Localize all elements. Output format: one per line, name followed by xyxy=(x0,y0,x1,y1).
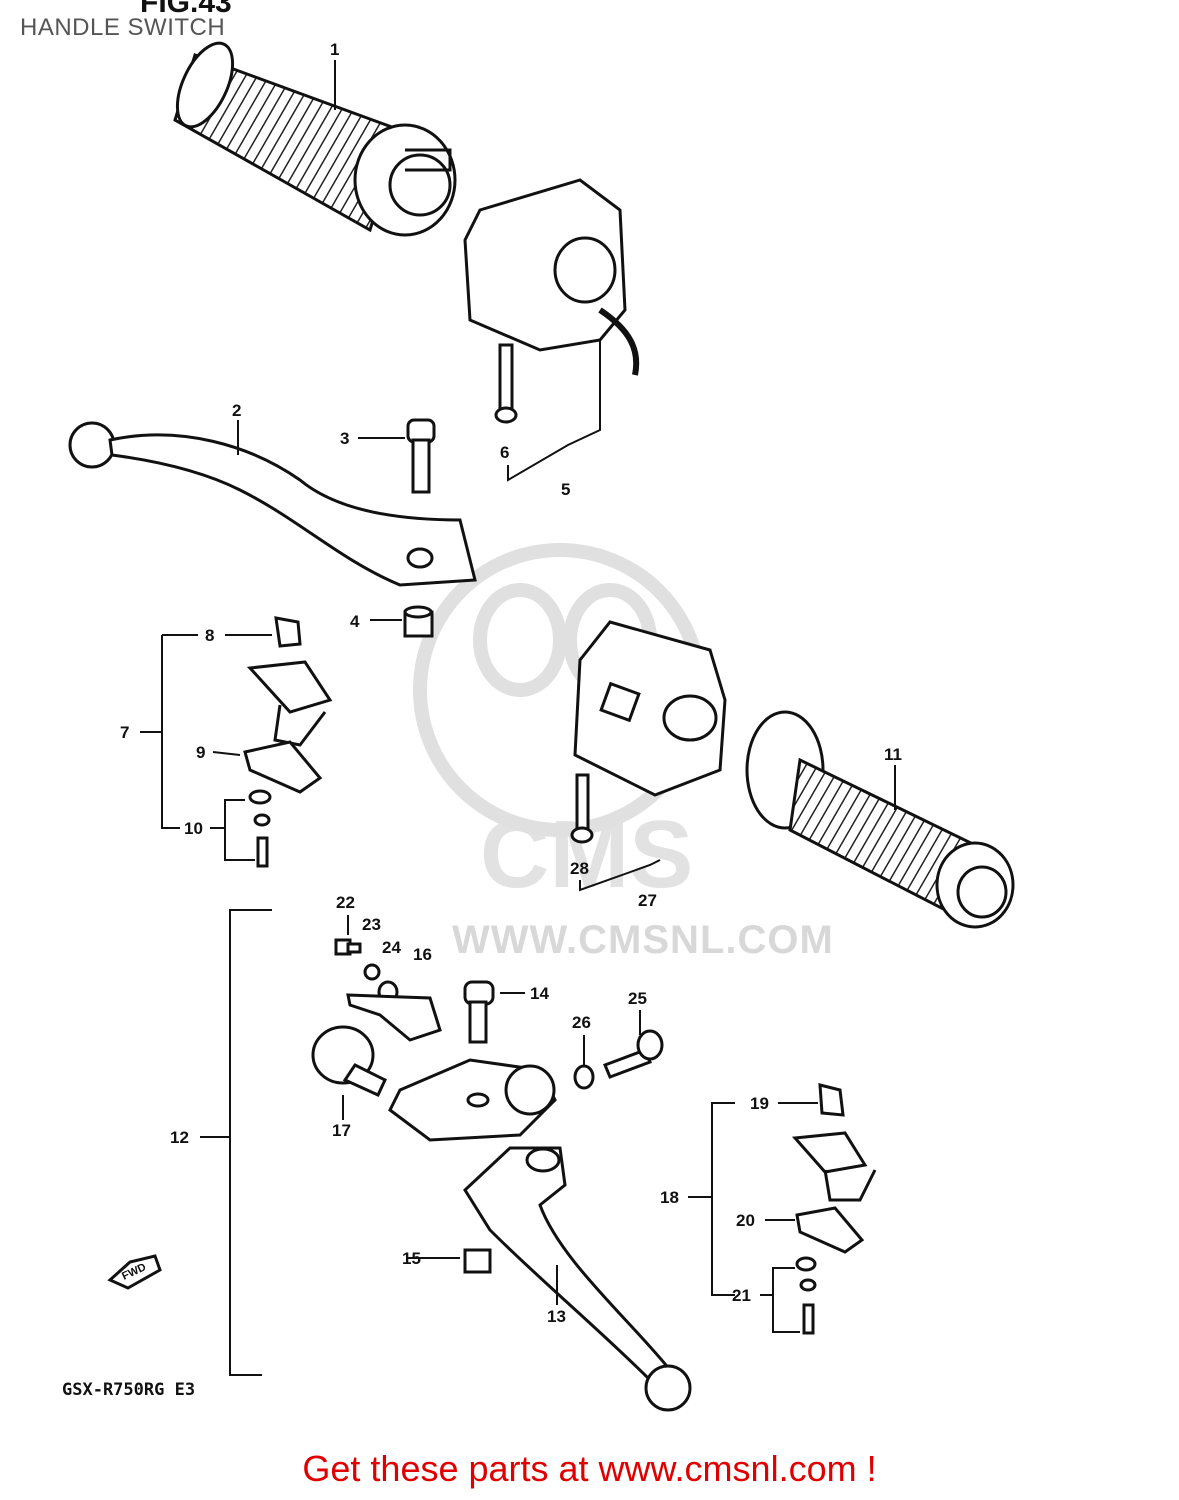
callout-18[interactable]: 18 xyxy=(660,1188,679,1207)
pivot-bolt-part-14[interactable] xyxy=(463,980,495,1044)
fwd-direction-arrow: FWD xyxy=(107,1254,162,1290)
nut-part-4[interactable] xyxy=(403,605,434,638)
callout-22[interactable]: 22 xyxy=(336,893,355,912)
diagram-subtitle: HANDLE SWITCH xyxy=(20,14,226,41)
right-switch-housing-part-27[interactable] xyxy=(573,620,727,797)
callout-1[interactable]: 1 xyxy=(330,40,339,59)
callout-24[interactable]: 24 xyxy=(382,938,401,957)
clutch-switch-part-19[interactable] xyxy=(818,1083,845,1117)
washers-screw-part-21[interactable] xyxy=(795,1256,817,1335)
callout-27[interactable]: 27 xyxy=(638,891,657,910)
screw-part-28[interactable] xyxy=(570,773,594,844)
washer-part-23[interactable] xyxy=(363,963,381,981)
clutch-switch-bracket[interactable] xyxy=(791,1131,877,1202)
throttle-grip-part-11[interactable] xyxy=(745,710,1015,929)
bracket-part-16[interactable] xyxy=(346,993,442,1042)
callout-28[interactable]: 28 xyxy=(570,859,589,878)
switch-plate-part-20[interactable] xyxy=(795,1206,865,1254)
callout-21[interactable]: 21 xyxy=(732,1286,751,1305)
callout-19[interactable]: 19 xyxy=(750,1094,769,1113)
callout-2[interactable]: 2 xyxy=(232,401,241,420)
callout-20[interactable]: 20 xyxy=(736,1211,755,1230)
nut-part-15[interactable] xyxy=(463,1248,492,1274)
callout-14[interactable]: 14 xyxy=(530,984,549,1003)
left-grip-part-1[interactable] xyxy=(166,35,457,237)
bolt-part-25[interactable] xyxy=(603,1029,664,1079)
footer-cta-link[interactable]: Get these parts at www.cmsnl.com ! xyxy=(302,1448,877,1489)
callout-3[interactable]: 3 xyxy=(340,429,349,448)
model-code: GSX-R750RG E3 xyxy=(62,1380,196,1400)
washers-screw-part-10[interactable] xyxy=(248,789,272,868)
callout-17[interactable]: 17 xyxy=(332,1121,351,1140)
watermark-site: WWW.CMSNL.COM xyxy=(452,918,834,962)
callout-5[interactable]: 5 xyxy=(561,480,570,499)
callout-10[interactable]: 10 xyxy=(184,819,203,838)
callout-12[interactable]: 12 xyxy=(170,1128,189,1147)
adjuster-part-17[interactable] xyxy=(311,1025,387,1097)
left-switch-housing-part-5[interactable] xyxy=(463,178,640,376)
pivot-bolt-part-3[interactable] xyxy=(406,418,436,494)
front-brake-lever-part-2[interactable] xyxy=(68,421,477,587)
washer-part-26[interactable] xyxy=(573,1064,595,1090)
callout-25[interactable]: 25 xyxy=(628,989,647,1008)
callout-8[interactable]: 8 xyxy=(205,626,214,645)
figure-title: FIG.43 xyxy=(140,0,232,19)
bolt-part-22[interactable] xyxy=(334,938,362,956)
switch-bracket[interactable] xyxy=(246,660,333,747)
callout-23[interactable]: 23 xyxy=(362,915,381,934)
clutch-lever-part-13[interactable] xyxy=(463,1146,692,1412)
callout-4[interactable]: 4 xyxy=(350,612,360,631)
callout-11[interactable]: 11 xyxy=(884,745,902,764)
callout-26[interactable]: 26 xyxy=(572,1013,591,1032)
lever-holder-part-12[interactable] xyxy=(388,1058,557,1142)
brake-switch-part-8[interactable] xyxy=(274,616,302,648)
callout-6[interactable]: 6 xyxy=(500,443,509,462)
screw-part-6[interactable] xyxy=(494,343,518,424)
callout-9[interactable]: 9 xyxy=(196,743,205,762)
callout-15[interactable]: 15 xyxy=(402,1249,421,1268)
callout-13[interactable]: 13 xyxy=(547,1307,566,1326)
callout-16[interactable]: 16 xyxy=(413,945,432,964)
leader-lines xyxy=(140,60,896,1376)
switch-plate-part-9[interactable] xyxy=(243,740,323,794)
callout-7[interactable]: 7 xyxy=(120,723,129,742)
callout-labels: 1 2 3 4 5 6 7 8 9 10 11 12 13 14 15 16 1… xyxy=(120,40,902,1326)
